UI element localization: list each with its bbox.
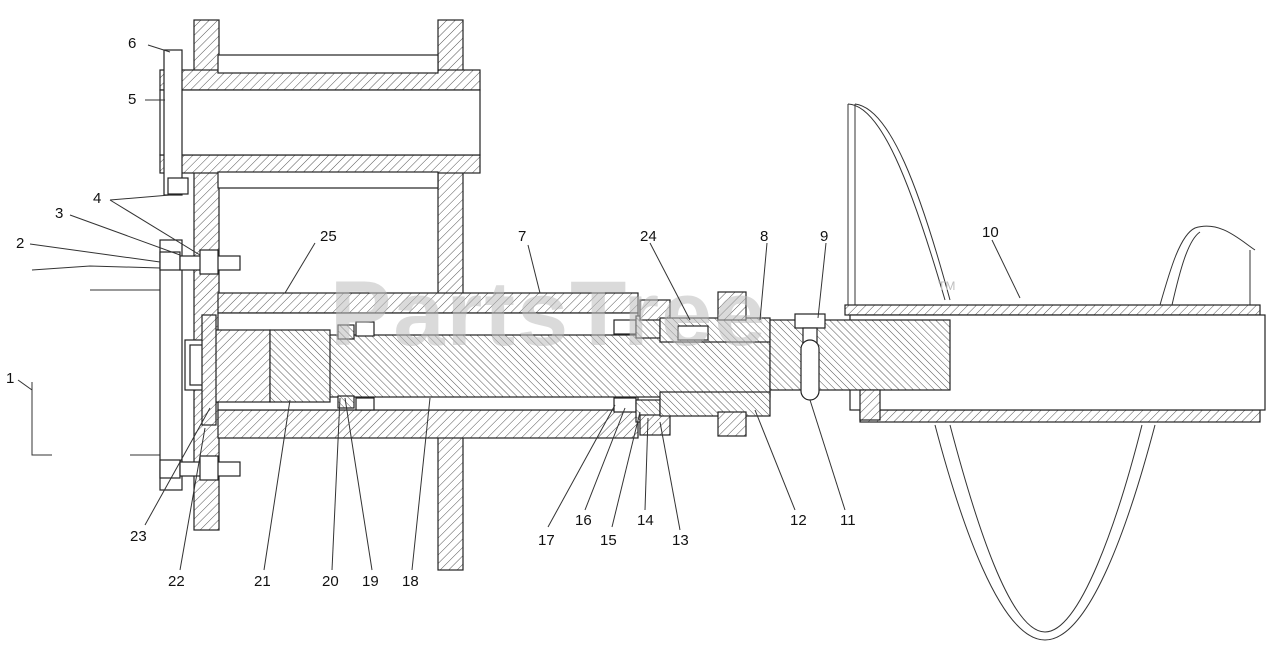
lower-bolt-assembly bbox=[159, 455, 241, 481]
callout-13: 13 bbox=[672, 532, 689, 549]
bearing-set-left bbox=[337, 321, 375, 411]
callout-5: 5 bbox=[128, 91, 136, 108]
motor-housing bbox=[31, 265, 161, 456]
callout-11: 11 bbox=[840, 512, 856, 529]
callout-3: 3 bbox=[55, 205, 63, 222]
callout-4: 4 bbox=[93, 190, 101, 207]
callout-18: 18 bbox=[402, 573, 419, 590]
callout-7: 7 bbox=[518, 228, 526, 245]
output-coupling bbox=[659, 291, 771, 437]
callout-6: 6 bbox=[128, 35, 136, 52]
main-shaft bbox=[184, 314, 771, 426]
callout-22: 22 bbox=[168, 573, 185, 590]
leader-lines bbox=[17, 44, 1021, 571]
callout-21: 21 bbox=[254, 573, 271, 590]
watermark-tm: TM bbox=[938, 279, 955, 293]
upper-bolt-assembly bbox=[159, 249, 241, 275]
callout-24: 24 bbox=[640, 228, 657, 245]
auger-tube bbox=[769, 304, 1266, 423]
callout-16: 16 bbox=[575, 512, 592, 529]
callout-20: 20 bbox=[322, 573, 339, 590]
top-tube bbox=[159, 49, 481, 196]
callout-8: 8 bbox=[760, 228, 768, 245]
bearing-set-right bbox=[613, 299, 671, 436]
callout-14: 14 bbox=[637, 512, 654, 529]
hitch-pin bbox=[800, 339, 820, 401]
callout-25: 25 bbox=[320, 228, 337, 245]
callout-10: 10 bbox=[982, 224, 999, 241]
callout-9: 9 bbox=[820, 228, 828, 245]
callout-15: 15 bbox=[600, 532, 617, 549]
callouts: 1 2 3 4 5 6 7 8 9 10 11 12 13 14 15 16 1… bbox=[6, 35, 999, 590]
callout-12: 12 bbox=[790, 512, 807, 529]
watermark: PartsTree bbox=[330, 263, 767, 365]
callout-17: 17 bbox=[538, 532, 555, 549]
callout-19: 19 bbox=[362, 573, 379, 590]
callout-2: 2 bbox=[16, 235, 24, 252]
callout-23: 23 bbox=[130, 528, 147, 545]
callout-1: 1 bbox=[6, 370, 14, 387]
auger-flighting bbox=[847, 103, 1256, 641]
